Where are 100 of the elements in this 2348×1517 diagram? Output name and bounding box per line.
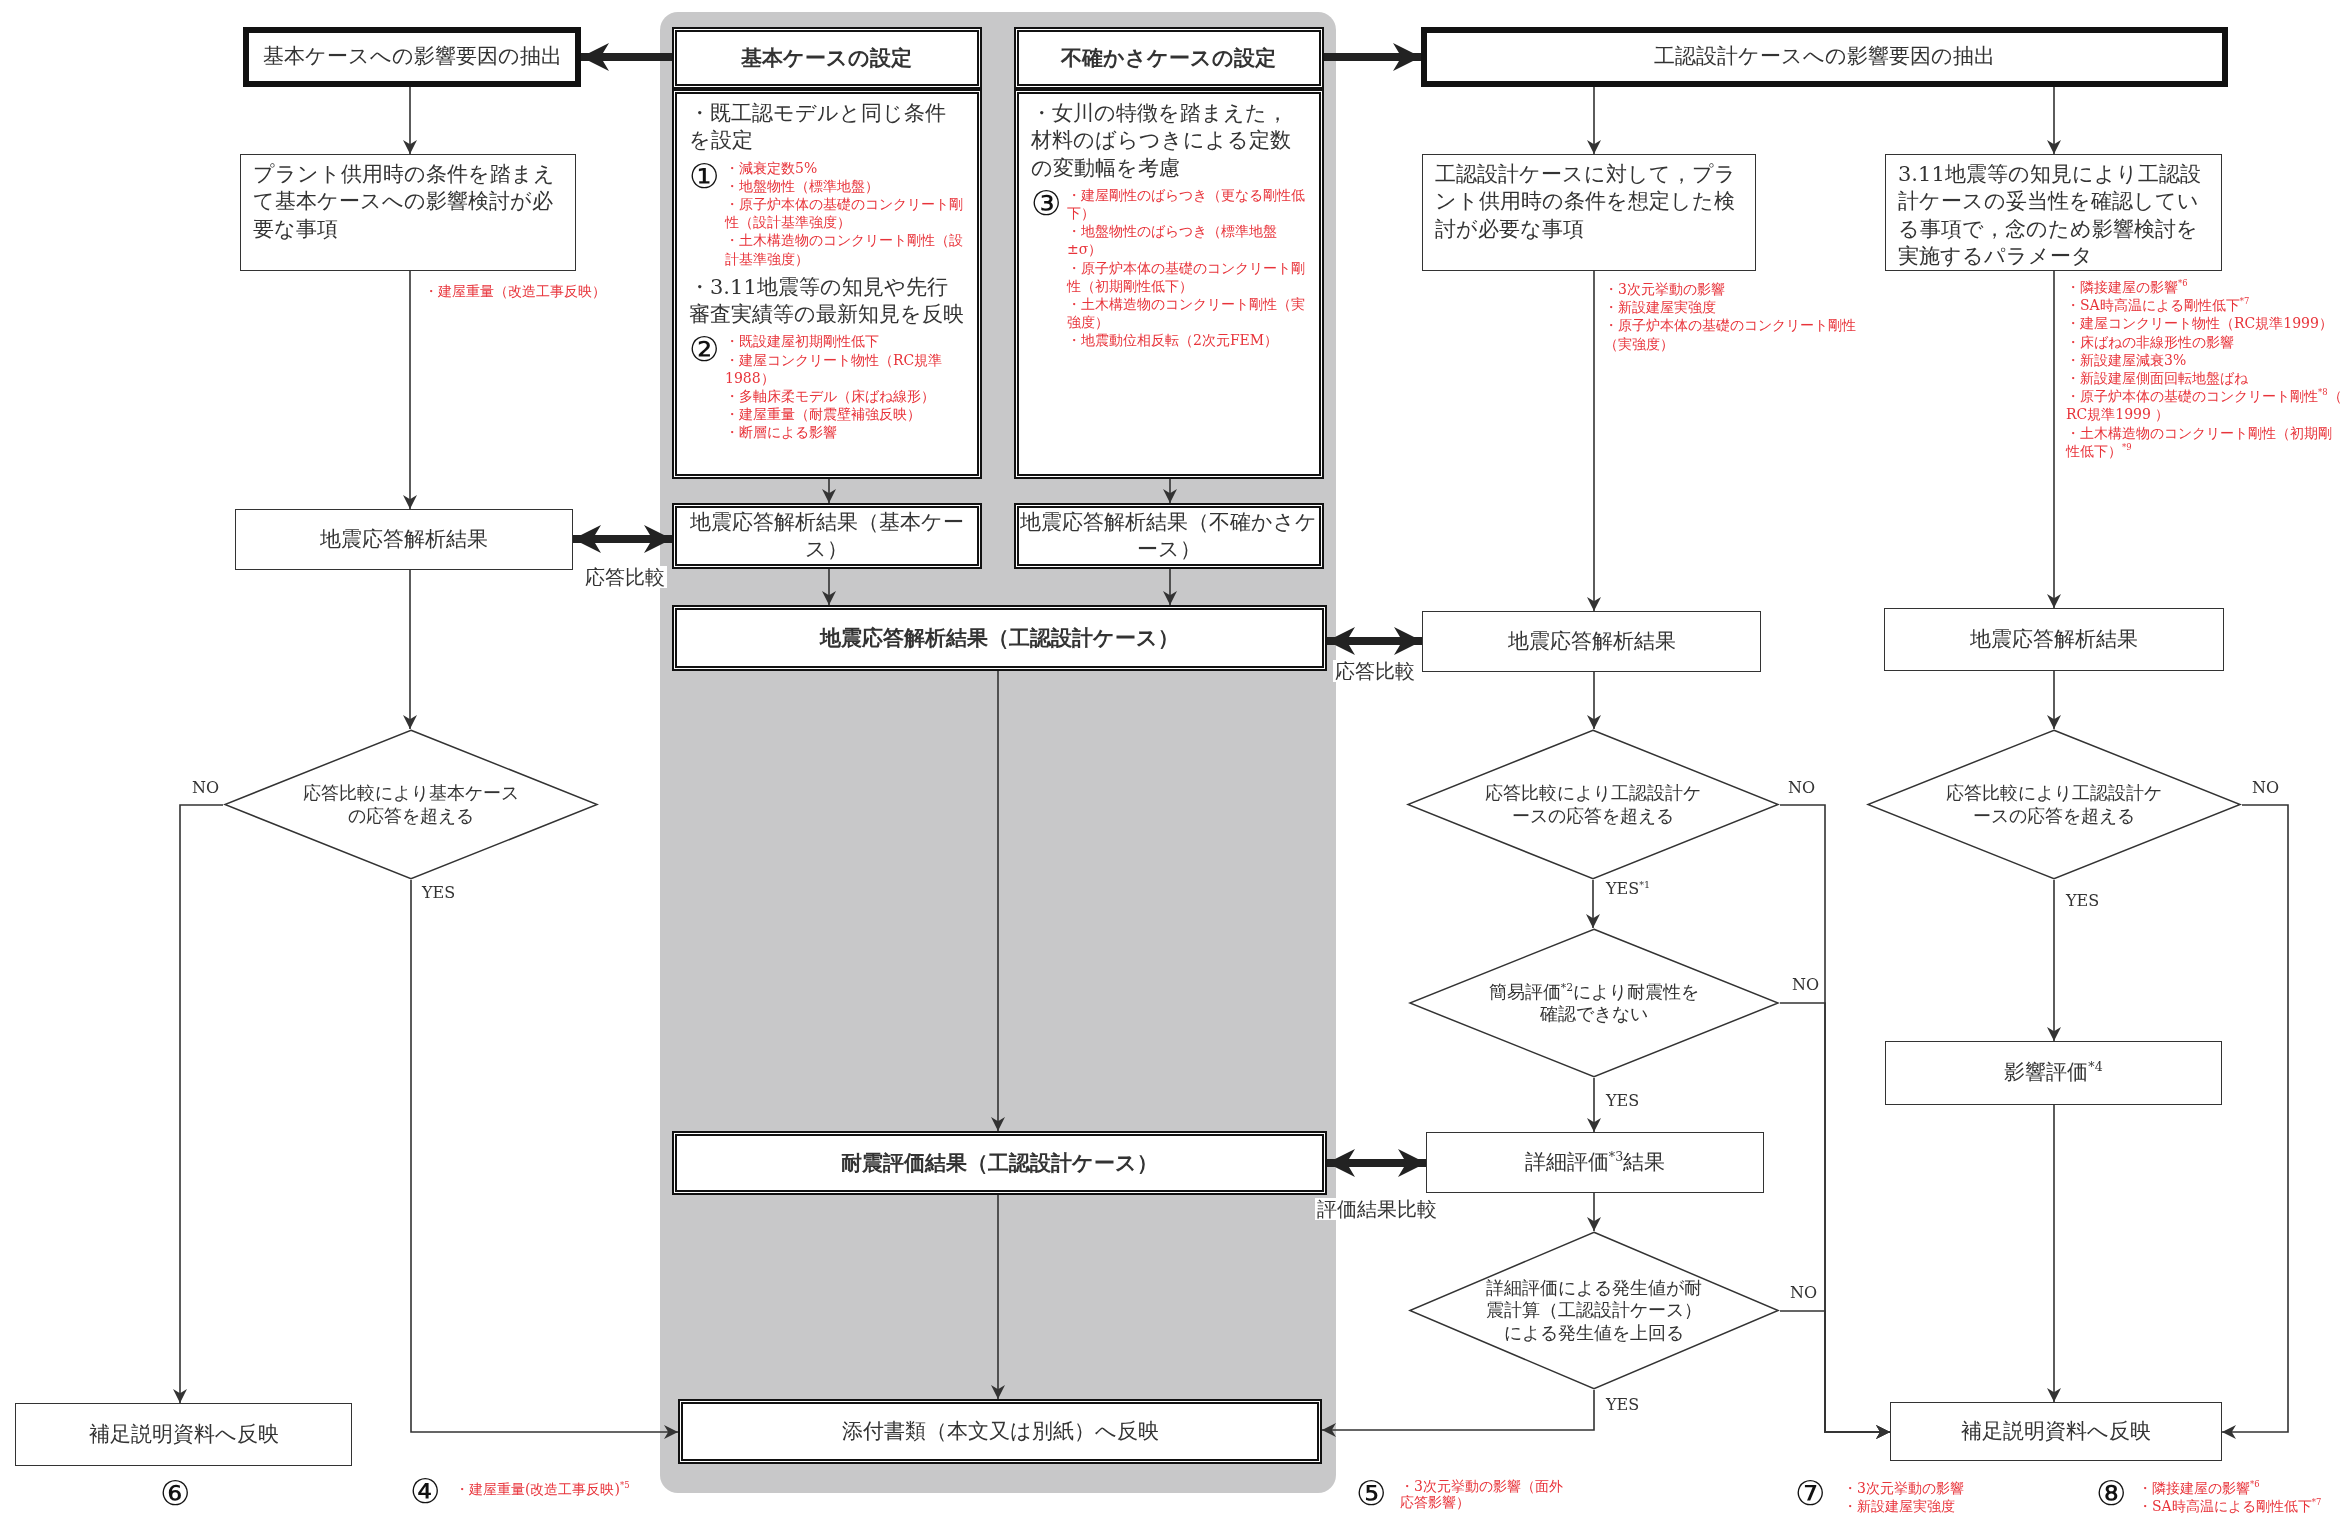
node-text: 地震応答解析結果（工認設計ケース） <box>820 624 1179 652</box>
node-text: 地震応答解析結果（不確かさケース） <box>1019 508 1319 563</box>
node-text: プラント供用時の条件を踏まえて基本ケースへの影響検討が必要な事項 <box>253 161 556 243</box>
decision-diamond <box>1406 729 1780 880</box>
edge-label: 評価結果比較 <box>1315 1198 1439 1220</box>
list-item: ・建屋剛性のばらつき（更なる剛性低下） <box>1067 185 1306 223</box>
arrow <box>1321 1389 1595 1437</box>
process-box <box>240 154 576 271</box>
node-text: 3.11地震等の知見により工認設計ケースの妥当性を確認している事項で，念のため影響検討を実施するパラメータ <box>1898 161 2202 270</box>
process-box <box>1422 611 1761 672</box>
circled-number: ⑧ <box>2096 1476 2126 1510</box>
circled-number: ⑥ <box>160 1476 190 1510</box>
arrow <box>173 804 224 1404</box>
list-item: ・地盤物性（標準地盤） <box>725 176 880 195</box>
header-box <box>1014 27 1324 89</box>
note-text: ・新設建屋実強度 <box>1843 1497 1955 1516</box>
node-text: 応答比較により工認設計ケースの応答を超える <box>1945 782 2163 827</box>
node-text: 添付書類（本文又は別紙）へ反映 <box>841 1417 1159 1445</box>
arrow <box>1587 1077 1601 1133</box>
header-box <box>672 27 982 89</box>
double-arrow <box>1327 627 1422 655</box>
process-box <box>672 1131 1327 1195</box>
arrow <box>1163 568 1177 606</box>
process-box <box>15 1403 352 1466</box>
edge-label: 応答比較 <box>583 566 667 588</box>
circled-number: ⑦ <box>1795 1476 1825 1510</box>
process-box <box>235 509 573 570</box>
arrow <box>403 569 417 730</box>
annotation-text: ・3次元挙動の影響 <box>1604 280 1726 299</box>
arrow <box>1324 43 1421 71</box>
node-text: 詳細評価$^{*3}$結果 <box>1524 1148 1666 1176</box>
arrow <box>1587 270 1601 612</box>
circled-number: ⑤ <box>1356 1476 1386 1510</box>
circled-number: ① <box>689 158 719 193</box>
process-box <box>1884 608 2224 671</box>
header-box <box>1421 27 2228 87</box>
process-box <box>1885 1041 2222 1105</box>
header-box <box>243 27 581 87</box>
node-text: 応答比較により基本ケースの応答を超える <box>302 782 520 827</box>
decision-diamond <box>1408 928 1780 1078</box>
arrow <box>410 879 679 1439</box>
node-text: ・女川の特徴を踏まえた，材料のばらつきによる定数の変動幅を考慮 <box>1031 100 1292 182</box>
note-text: ・隣接建屋の影響$^{*6}$ <box>2138 1479 2260 1498</box>
node-text: ・既工認モデルと同じ条件を設定 <box>689 100 947 155</box>
annotation-text: ・新設建屋減衰3% <box>2066 350 2188 369</box>
node-text: 地震応答解析結果（基本ケース） <box>689 508 965 563</box>
annotation-text: ・土木構造物のコンクリート剛性（初期剛性低下）$^{*9}$ <box>2066 423 2333 460</box>
node-text: 不確かさケースの設定 <box>1061 44 1277 72</box>
list-item: ・既設建屋初期剛性低下 <box>725 332 880 351</box>
arrow <box>1779 1310 1891 1439</box>
decision-diamond <box>1866 729 2242 880</box>
node-text: 基本ケースの設定 <box>741 44 913 72</box>
list-item: ・減衰定数5% <box>725 158 819 177</box>
node-text: 応答比較により工認設計ケースの応答を超える <box>1484 782 1702 827</box>
node-text: 影響評価$^{*4}$ <box>2004 1059 2103 1087</box>
arrow <box>991 1194 1005 1400</box>
list-item: ・土木構造物のコンクリート剛性（実強度） <box>1067 295 1306 332</box>
list-item: ・建屋コンクリート物性（RC規準1988） <box>725 350 944 387</box>
node-text: 補足説明資料へ反映 <box>88 1420 279 1448</box>
arrow <box>1163 478 1177 504</box>
annotation-text: ・床ばねの非線形性の影響 <box>2066 332 2235 351</box>
node-text: 地震応答解析結果 <box>320 525 488 553</box>
list-item: ・原子炉本体の基礎のコンクリート剛性（設計基準強度） <box>725 194 964 232</box>
note-text: ・3次元挙動の影響 <box>1843 1479 1964 1498</box>
list-item: ・断層による影響 <box>725 423 838 442</box>
list-item: ・土木構造物のコンクリート剛性（設計基準強度） <box>725 231 964 268</box>
list-item: ・原子炉本体の基礎のコンクリート剛性（初期剛性低下） <box>1067 258 1306 295</box>
arrow <box>2047 1104 2061 1403</box>
circled-number: ③ <box>1031 185 1061 220</box>
arrow <box>1587 86 1601 155</box>
annotation-text: ・SA時高温による剛性低下$^{*7}$ <box>2066 296 2251 315</box>
note-text: ・3次元挙動の影響（面外応答影響） <box>1400 1478 1564 1511</box>
arrow <box>2047 270 2061 609</box>
process-box <box>1014 503 1324 569</box>
node-text: ・3.11地震等の知見や先行審査実績等の最新知見を反映 <box>689 273 965 328</box>
annotation-text: ・原子炉本体の基礎のコンクリート剛性（実強度） <box>1604 316 1857 353</box>
list-item: ・建屋重量（耐震壁補強反映） <box>725 405 922 424</box>
arrow <box>581 43 672 71</box>
arrow <box>1587 1192 1601 1232</box>
circled-number: ② <box>689 332 719 367</box>
decision-diamond <box>1408 1231 1780 1390</box>
note-text: ・SA時高温による剛性低下$^{*7}$ <box>2138 1497 2322 1516</box>
edge-label: 応答比較 <box>1333 660 1417 682</box>
arrow <box>2221 804 2289 1439</box>
node-text: 簡易評価$^{*2}$により耐震性を確認できない <box>1487 980 1701 1026</box>
process-box <box>672 605 1327 671</box>
arrow <box>403 86 417 155</box>
list-item: ・地震動位相反転（2次元FEM） <box>1067 331 1280 350</box>
list-item: ・地盤物性のばらつき（標準地盤±σ） <box>1067 222 1278 259</box>
process-box <box>1426 1132 1764 1193</box>
node-text: 地震応答解析結果 <box>1970 625 2138 653</box>
node-text: 工認設計ケースに対して，プラント供用時の条件を想定した検討が必要な事項 <box>1435 161 1737 243</box>
arrow <box>2047 879 2061 1042</box>
arrow <box>2047 86 2061 155</box>
arrow <box>1587 671 1601 730</box>
arrow <box>822 478 836 504</box>
double-arrow <box>573 525 672 553</box>
node-text: 地震応答解析結果 <box>1507 627 1676 655</box>
node-text: 工認設計ケースへの影響要因の抽出 <box>1654 43 1995 71</box>
process-box <box>1890 1402 2222 1461</box>
